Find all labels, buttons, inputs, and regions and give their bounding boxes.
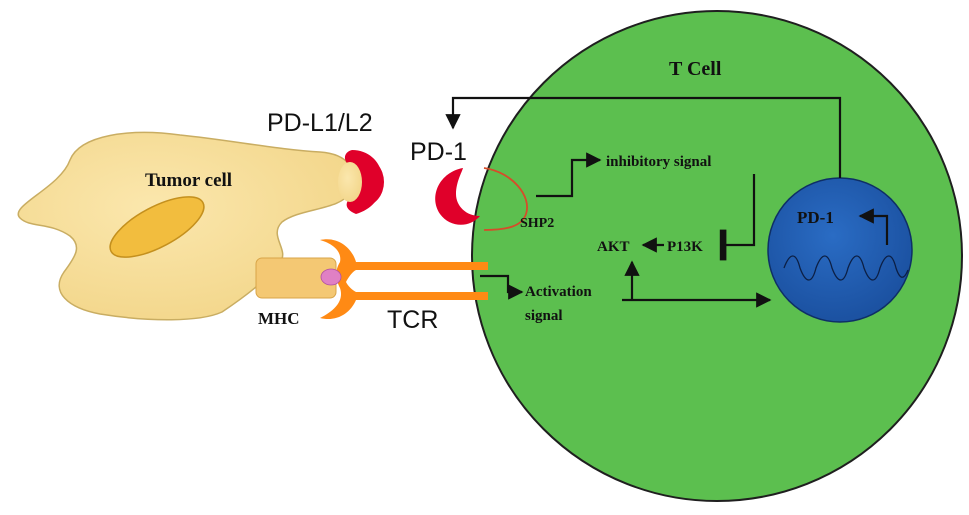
activation-signal-label-line2: signal	[525, 308, 563, 324]
inhibition-line-to-pi3k	[719, 174, 756, 261]
arrow-to-inhibitory-signal	[536, 152, 602, 198]
shp2-label: SHP2	[520, 216, 554, 231]
arrow-gene-to-pd1-label	[858, 208, 889, 245]
tumor-cell-label: Tumor cell	[145, 170, 232, 191]
inhibitory-signal-label: inhibitory signal	[606, 154, 711, 170]
tcr-label: TCR	[387, 306, 438, 334]
tumor-nucleus	[109, 196, 205, 258]
activation-signal-label-line1: Activation	[525, 284, 592, 300]
akt-label: AKT	[597, 239, 630, 255]
pd-1-nucleus-label: PD-1	[797, 208, 834, 227]
mhc-label: MHC	[258, 309, 300, 328]
antigen-peptide	[320, 268, 342, 286]
dna-gene-wave	[783, 255, 909, 281]
tcr-receptor	[320, 239, 488, 320]
t-cell-nucleus	[767, 177, 913, 323]
pi3k-label: P13K	[667, 239, 703, 255]
arrow-tcr-to-activation	[480, 274, 524, 300]
pd-l1-l2-label: PD-L1/L2	[267, 109, 373, 137]
pd-l1-notch	[338, 162, 362, 202]
feedback-arrow-pd1-expression	[445, 96, 842, 178]
pd-1-receptor	[435, 168, 480, 225]
shp2-membrane-arc	[483, 167, 528, 231]
t-cell-label: T Cell	[669, 58, 722, 80]
pd-1-receptor-label: PD-1	[410, 138, 467, 166]
